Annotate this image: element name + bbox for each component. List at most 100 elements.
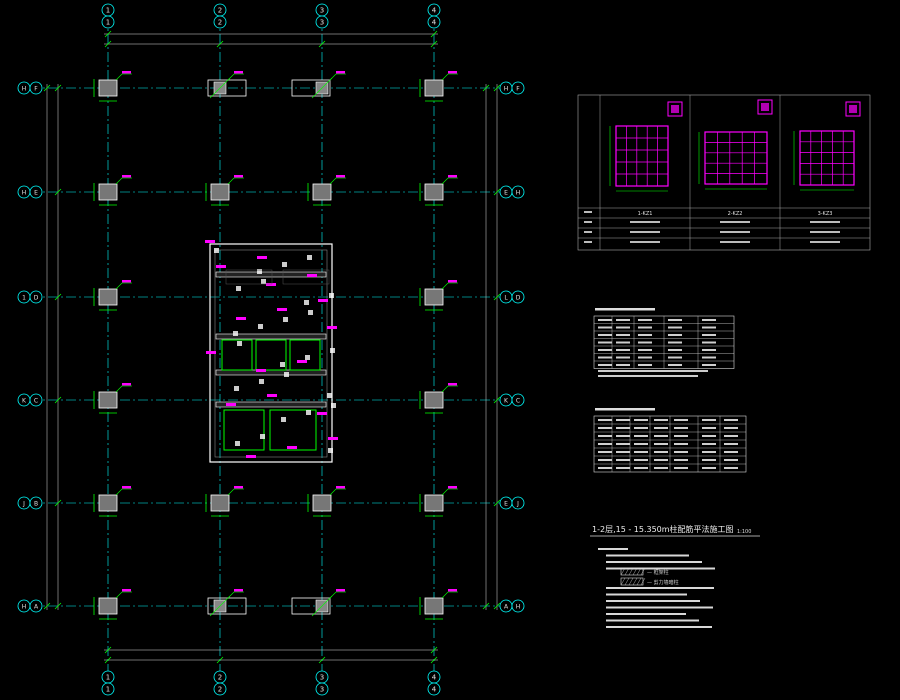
table-cell-text xyxy=(674,459,688,461)
table-cell-text xyxy=(674,419,688,421)
leader-line xyxy=(115,73,123,81)
core-room xyxy=(221,339,253,371)
table-cell-text xyxy=(638,341,652,344)
core-column xyxy=(258,324,263,329)
axis-bubble-circle xyxy=(427,682,441,696)
core-column xyxy=(236,286,241,291)
section-outline xyxy=(799,130,855,186)
table-cell-text xyxy=(654,419,668,421)
axis-bubble-circle xyxy=(315,15,329,29)
core-room xyxy=(289,339,321,371)
table-cell-text xyxy=(702,319,716,321)
axis-bubble-label: 4 xyxy=(432,19,437,27)
core-annotation xyxy=(307,274,317,277)
core-room xyxy=(269,409,317,451)
axis-bubble-label: K xyxy=(504,398,509,405)
wall-column-outline xyxy=(291,79,331,97)
axis-bubble-label: H xyxy=(516,190,521,197)
dim-tick xyxy=(54,188,62,196)
axis-bubble-circle xyxy=(511,599,525,613)
axis-bubble-label: D xyxy=(516,295,521,302)
axis-bubble-label: C xyxy=(34,398,38,405)
column-section-detail: 2-KZ2 xyxy=(698,99,773,243)
column-tag xyxy=(234,175,243,178)
dim-tick xyxy=(54,293,62,301)
dim-tick xyxy=(430,646,438,654)
legend-hatch xyxy=(624,577,630,586)
table-cell-text xyxy=(668,319,682,321)
section-key-icon xyxy=(757,99,773,115)
leader-line xyxy=(115,385,123,393)
axis-bubble-circle xyxy=(101,682,115,696)
core-annotation xyxy=(256,369,266,372)
table-cell-text xyxy=(634,451,648,453)
section-outline xyxy=(704,131,768,185)
table-cell-text xyxy=(702,427,716,429)
table-cell-text xyxy=(598,427,612,429)
leader-line xyxy=(441,177,449,185)
column-section xyxy=(424,79,444,97)
section-key-icon xyxy=(667,101,683,117)
axis-bubble-circle xyxy=(29,599,43,613)
axis-bubble-top: 3 xyxy=(315,3,329,17)
axis-bubble-circle xyxy=(511,290,525,304)
table-cell-text xyxy=(668,349,682,351)
table-cell-text xyxy=(702,349,716,351)
core-column xyxy=(331,403,336,408)
leader-line xyxy=(441,73,449,81)
column-marker xyxy=(419,589,458,620)
legend-hatch xyxy=(624,567,630,576)
axis-bubble-circle xyxy=(511,81,525,95)
column-section xyxy=(424,183,444,201)
core-annotation xyxy=(216,265,226,268)
dim-tick xyxy=(493,188,501,196)
dim-tick xyxy=(430,40,438,48)
dim-tick xyxy=(493,499,501,507)
section-table-header: 3-KZ3 xyxy=(818,211,833,217)
dim-tick xyxy=(318,40,326,48)
table-cell-text xyxy=(654,467,668,469)
axis-bubble-circle xyxy=(29,290,43,304)
table-cell-text xyxy=(668,356,682,359)
section-table-cell xyxy=(810,231,840,233)
axis-grid xyxy=(30,16,512,676)
core-annotation xyxy=(266,283,276,286)
core-annotation xyxy=(205,240,215,243)
table-cell-text xyxy=(598,435,612,437)
core-column xyxy=(261,279,266,284)
legend-hatch xyxy=(636,577,642,586)
column-markers xyxy=(93,71,458,620)
column-tag xyxy=(448,486,457,489)
column-marker xyxy=(93,383,132,414)
column-tag xyxy=(122,71,131,74)
axis-bubble-label: 3 xyxy=(320,7,324,15)
section-table-cell xyxy=(720,221,750,223)
core-column xyxy=(235,441,240,446)
table-cell-text xyxy=(616,341,630,344)
column-section xyxy=(98,494,118,512)
core-column xyxy=(284,372,289,377)
table-cell-text xyxy=(654,427,668,429)
legend-hatch xyxy=(632,577,638,586)
section-table-frame xyxy=(577,94,871,251)
dim-tick xyxy=(318,656,326,664)
rebar-line xyxy=(209,595,231,617)
axis-bubble-label: E xyxy=(504,501,508,508)
note-line xyxy=(606,619,699,622)
table-cell-text xyxy=(598,356,612,359)
axis-bubble-label: F xyxy=(34,86,38,93)
column-section-detail: 1-KZ1 xyxy=(609,101,683,243)
column-marker xyxy=(93,280,132,311)
dim-tick xyxy=(493,396,501,404)
leader-line xyxy=(441,488,449,496)
core-column xyxy=(280,362,285,367)
table-cell-text xyxy=(634,435,648,437)
axis-bubble-top: 3 xyxy=(315,15,329,29)
core-column xyxy=(233,331,238,336)
note-line xyxy=(606,606,713,609)
note-line xyxy=(606,626,712,628)
core-annotation xyxy=(246,455,256,458)
table-cell-text xyxy=(724,427,738,429)
